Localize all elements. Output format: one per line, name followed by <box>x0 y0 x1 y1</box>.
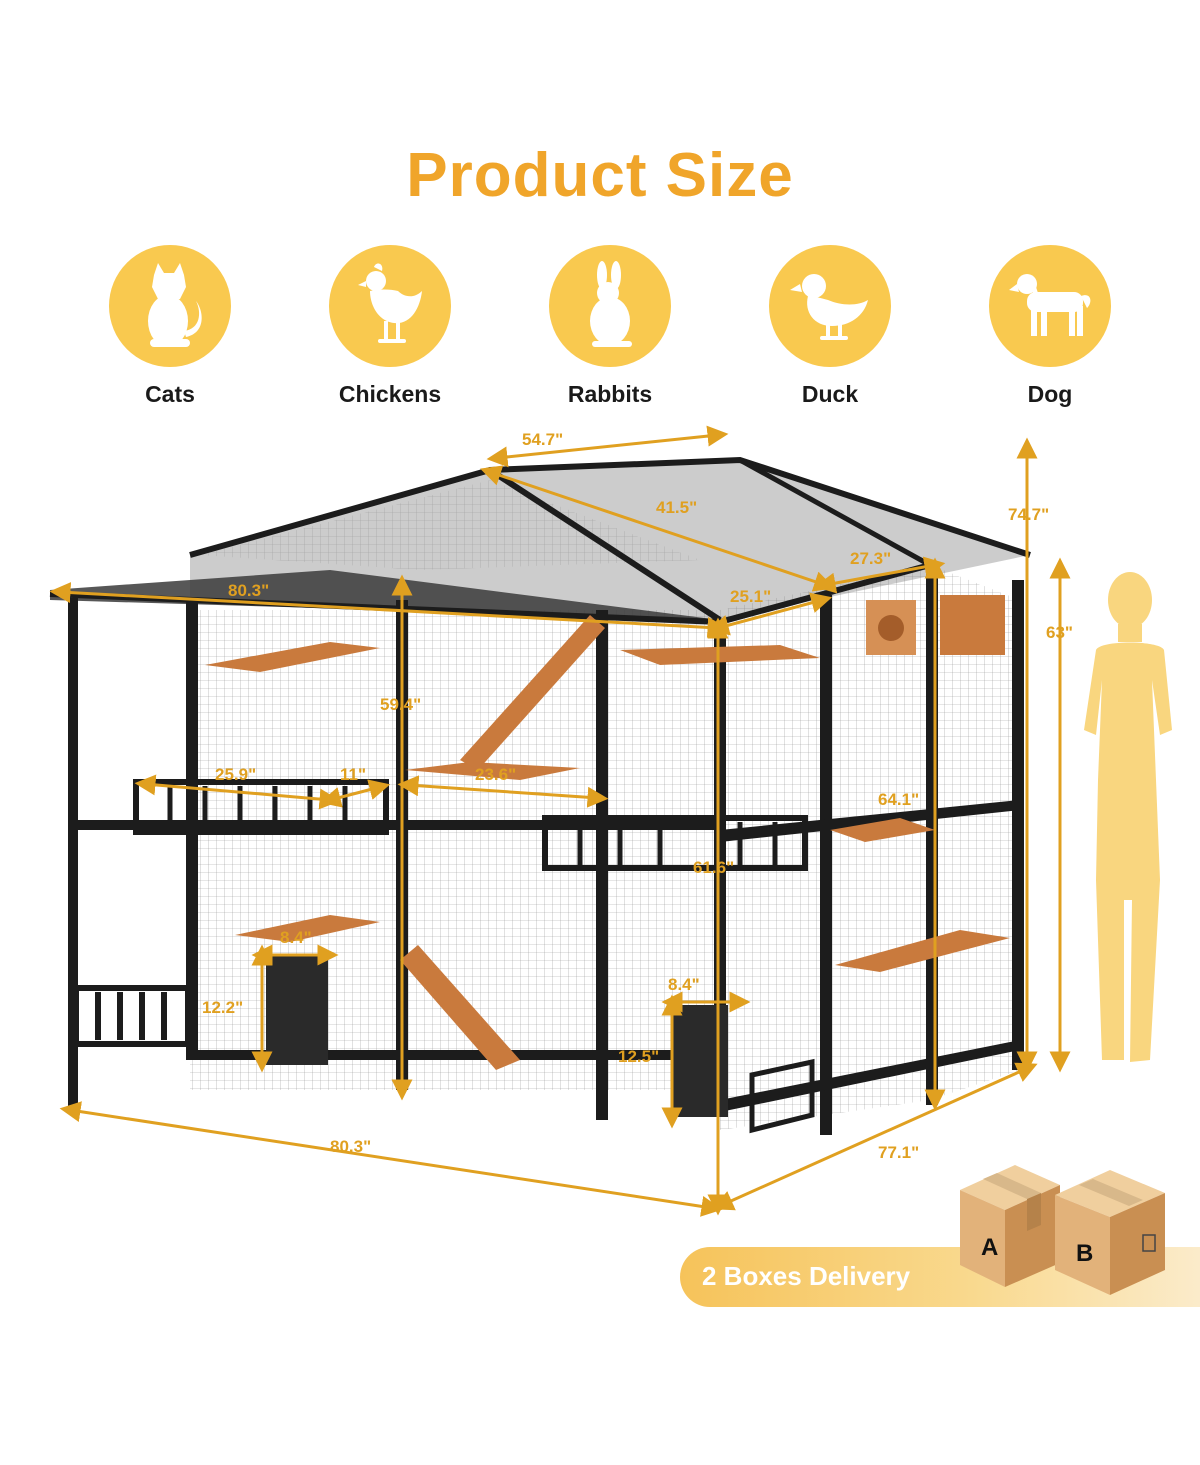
animal-label-rabbits: Rabbits <box>567 381 653 407</box>
animal-item-rabbits: Rabbits <box>530 245 690 408</box>
rabbit-icon <box>549 245 671 367</box>
animal-item-duck: Duck <box>750 245 910 408</box>
dim-platform-center-width: 23.6" <box>475 765 516 784</box>
box-a-label: A <box>981 1234 998 1261</box>
box-b-label: B <box>1076 1240 1093 1267</box>
page-title: Product Size <box>406 141 794 210</box>
dim-platform-left-depth: 11" <box>340 765 366 784</box>
dim-inner-height: 59.4" <box>380 695 421 714</box>
duck-icon <box>769 245 891 367</box>
dim-front-roof-width: 80.3" <box>228 581 269 600</box>
chicken-icon <box>329 245 451 367</box>
animal-item-dog: Dog <box>970 245 1130 408</box>
animal-label-chickens: Chickens <box>338 381 442 407</box>
dim-small-door-left-height: 12.2" <box>202 998 243 1017</box>
animal-item-chickens: Chickens <box>310 245 470 408</box>
catio-diagram: 54.7" 41.5" 27.3" 74.7" 80.3" 25.1" 63" … <box>49 425 1172 1217</box>
dim-small-door-right-height: 12.5" <box>618 1047 659 1066</box>
dim-side-roof-width: 27.3" <box>850 549 891 568</box>
dimension-lines <box>49 425 1071 1217</box>
dim-roof-depth: 54.7" <box>522 430 563 449</box>
animal-item-cats: Cats <box>90 245 250 408</box>
dim-base-width: 80.3" <box>330 1137 371 1156</box>
animal-label-duck: Duck <box>801 381 859 407</box>
dim-small-door-right-width: 8.4" <box>668 975 700 994</box>
box-icon: A B <box>960 1165 1165 1295</box>
person-silhouette <box>1084 572 1172 1062</box>
dim-small-door-left-width: 8.4" <box>280 928 312 947</box>
dim-roof-slope: 41.5" <box>656 498 697 517</box>
delivery-label: 2 Boxes Delivery <box>702 1261 911 1291</box>
dim-total-height: 74.7" <box>1008 505 1049 524</box>
animal-label-dog: Dog <box>1027 381 1073 407</box>
cat-icon <box>109 245 231 367</box>
animal-label-cats: Cats <box>145 381 195 407</box>
dog-icon <box>989 245 1111 367</box>
dimension-labels: 54.7" 41.5" 27.3" 74.7" 80.3" 25.1" 63" … <box>202 430 1073 1162</box>
dim-side-roof-depth: 25.1" <box>730 587 771 606</box>
dim-platform-left-width: 25.9" <box>215 765 256 784</box>
this-side-up-icon <box>1142 1234 1156 1252</box>
dim-base-depth: 77.1" <box>878 1143 919 1162</box>
dim-side-height: 64.1" <box>878 790 919 809</box>
dim-person-height: 63" <box>1046 623 1073 642</box>
dim-door-right-height: 61.6" <box>693 858 734 877</box>
